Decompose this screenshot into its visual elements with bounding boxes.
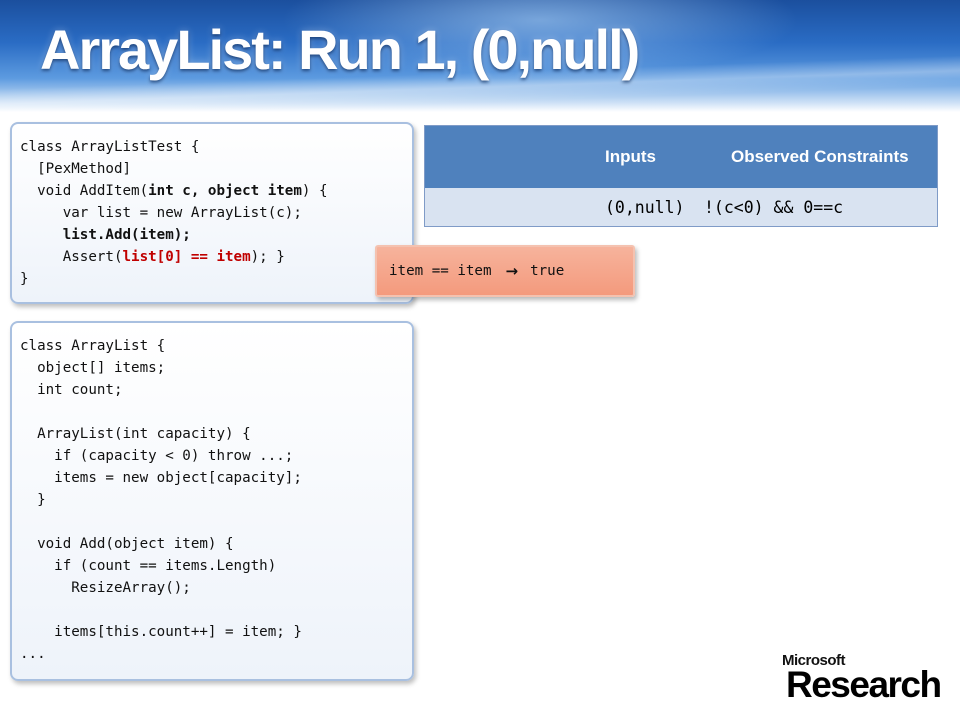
code-token: [20, 227, 63, 243]
logo-division: Research: [786, 664, 942, 705]
code-highlight: list[0] == item: [122, 249, 251, 265]
constraints-table: Inputs Observed Constraints (0,null) !(c…: [424, 125, 938, 227]
code-line: class ArrayListTest {: [20, 136, 404, 158]
code-line: object[] items;: [20, 357, 404, 379]
code-token: void Add(object item) {: [20, 536, 234, 552]
arrow-right-icon: →: [505, 262, 519, 280]
code-token: int count;: [20, 382, 123, 398]
code-line: void AddItem(int c, object item) {: [20, 180, 404, 202]
code-token: class ArrayListTest {: [20, 139, 200, 155]
code-line: items = new object[capacity];: [20, 467, 404, 489]
code-token: [PexMethod]: [20, 161, 132, 177]
cell-inputs: (0,null): [605, 197, 685, 217]
code-line: [20, 599, 404, 621]
code-token: var list = new ArrayList(c);: [20, 205, 302, 221]
banner-glow: [280, 0, 800, 80]
code-token: if (count == items.Length): [20, 558, 277, 574]
code-token: }: [20, 271, 29, 287]
code-line: if (capacity < 0) throw ...;: [20, 445, 404, 467]
code-line: var list = new ArrayList(c);: [20, 202, 404, 224]
evaluation-callout: item == item → true: [375, 245, 635, 297]
code-token: items[this.count++] = item; }: [20, 624, 302, 640]
code-token: ...: [20, 646, 46, 662]
code-line: list.Add(item);: [20, 224, 404, 246]
header-observed-constraints: Observed Constraints: [731, 147, 909, 166]
code-line: class ArrayList {: [20, 335, 404, 357]
code-line: ResizeArray();: [20, 577, 404, 599]
code-line: if (count == items.Length): [20, 555, 404, 577]
callout-expression: item == item: [389, 263, 492, 279]
code-token: Assert(: [20, 249, 123, 265]
code-line: Assert(list[0] == item); }: [20, 246, 404, 268]
title-banner: ArrayList: Run 1, (0,null): [0, 0, 960, 112]
code-line: items[this.count++] = item; }: [20, 621, 404, 643]
code-line: [PexMethod]: [20, 158, 404, 180]
code-token: ArrayList(int capacity) {: [20, 426, 251, 442]
code-token: void AddItem(: [20, 183, 149, 199]
code-token: }: [20, 492, 46, 508]
code-token: list.Add(item);: [62, 227, 191, 243]
code-token: object[] items;: [20, 360, 166, 376]
code-line: [20, 511, 404, 533]
code-line: }: [20, 489, 404, 511]
code-line: ...: [20, 643, 404, 665]
header-inputs: Inputs: [605, 147, 656, 166]
code-line: void Add(object item) {: [20, 533, 404, 555]
code-token: items = new object[capacity];: [20, 470, 302, 486]
code-token: class ArrayList {: [20, 338, 166, 354]
code-token: ResizeArray();: [20, 580, 191, 596]
code-token: ); }: [250, 249, 285, 265]
callout-result: true: [530, 263, 565, 279]
table-header-row: Inputs Observed Constraints: [425, 126, 937, 188]
test-code-box: class ArrayListTest { [PexMethod] void A…: [10, 122, 414, 304]
code-line: ArrayList(int capacity) {: [20, 423, 404, 445]
code-line: }: [20, 268, 404, 290]
code-token: if (capacity < 0) throw ...;: [20, 448, 294, 464]
logo-company: Microsoft: [782, 652, 846, 669]
slide-title: ArrayList: Run 1, (0,null): [40, 18, 640, 81]
arraylist-code-box: class ArrayList { object[] items; int co…: [10, 321, 414, 681]
code-line: int count;: [20, 379, 404, 401]
code-line: [20, 401, 404, 423]
cell-constraints: !(c<0) && 0==c: [704, 197, 844, 217]
table-row: (0,null) !(c<0) && 0==c: [425, 188, 937, 226]
code-token: ) {: [301, 183, 328, 199]
microsoft-research-logo: Microsoft Research: [782, 652, 942, 705]
code-token: int c, object item: [148, 183, 302, 199]
